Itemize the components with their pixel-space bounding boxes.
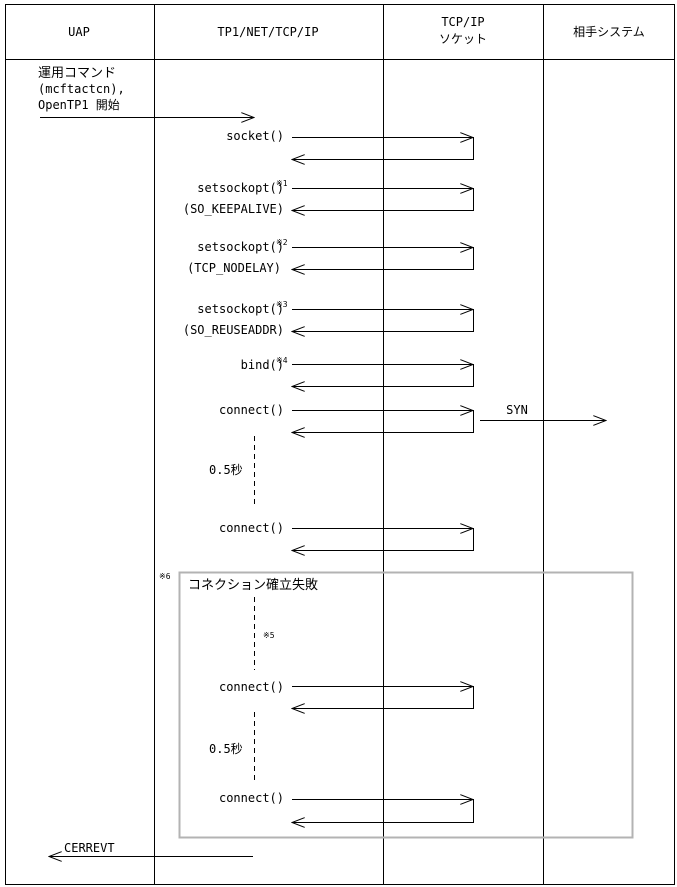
- call-param-setsockopt2: (TCP_NODELAY): [187, 261, 281, 275]
- syn-label: SYN: [506, 403, 528, 417]
- call-arrows-connect1: [292, 410, 474, 433]
- column-header-tp1: TP1/NET/TCP/IP: [217, 25, 318, 39]
- start-note-line3: OpenTP1 開始: [38, 98, 120, 112]
- call-arrows-bind: [292, 364, 474, 387]
- column-header-socket-line1: TCP/IP: [441, 15, 484, 29]
- start-note-line1: 運用コマンド: [38, 66, 116, 81]
- column-header-socket-line2: ソケット: [439, 32, 487, 46]
- column-header-peer: 相手システム: [573, 25, 645, 39]
- retry-wait-mark: ※5: [263, 631, 275, 640]
- column-header-uap: UAP: [68, 25, 90, 39]
- call-label-connect4: connect(): [219, 791, 284, 805]
- call-mark-bind: ※4: [276, 356, 288, 365]
- call-arrows-connect2: [292, 528, 474, 551]
- call-arrows-socket: [292, 137, 474, 160]
- call-arrows-setsockopt1: [292, 188, 474, 211]
- call-label-bind: bind(): [241, 358, 284, 372]
- wait-label-1: 0.5秒: [209, 463, 243, 477]
- start-note-line2: (mcftactcn),: [38, 82, 125, 96]
- error-event-label: CERREVT: [64, 841, 115, 855]
- failure-box: [178, 571, 634, 839]
- call-arrows-setsockopt3: [292, 309, 474, 332]
- call-param-setsockopt3: (SO_REUSEADDR): [183, 323, 284, 337]
- diagram-frame: [5, 4, 675, 885]
- call-label-connect3: connect(): [219, 680, 284, 694]
- call-label-connect2: connect(): [219, 521, 284, 535]
- call-label-socket: socket(): [226, 129, 284, 143]
- call-label-connect1: connect(): [219, 403, 284, 417]
- call-mark-setsockopt2: ※2: [276, 238, 288, 247]
- failure-box-title: コネクション確立失敗: [188, 577, 318, 593]
- call-label-setsockopt3: setsockopt(): [197, 302, 284, 316]
- call-arrows-connect4: [292, 799, 474, 823]
- call-arrows-setsockopt2: [292, 247, 474, 270]
- call-label-setsockopt1: setsockopt(): [197, 181, 284, 195]
- call-label-setsockopt2: setsockopt(): [197, 240, 284, 254]
- call-mark-setsockopt1: ※1: [276, 179, 288, 188]
- call-arrows-connect3: [292, 686, 474, 709]
- call-param-setsockopt1: (SO_KEEPALIVE): [183, 202, 284, 216]
- call-mark-setsockopt3: ※3: [276, 300, 288, 309]
- failure-box-mark: ※6: [159, 572, 171, 581]
- wait-label-2: 0.5秒: [209, 742, 243, 756]
